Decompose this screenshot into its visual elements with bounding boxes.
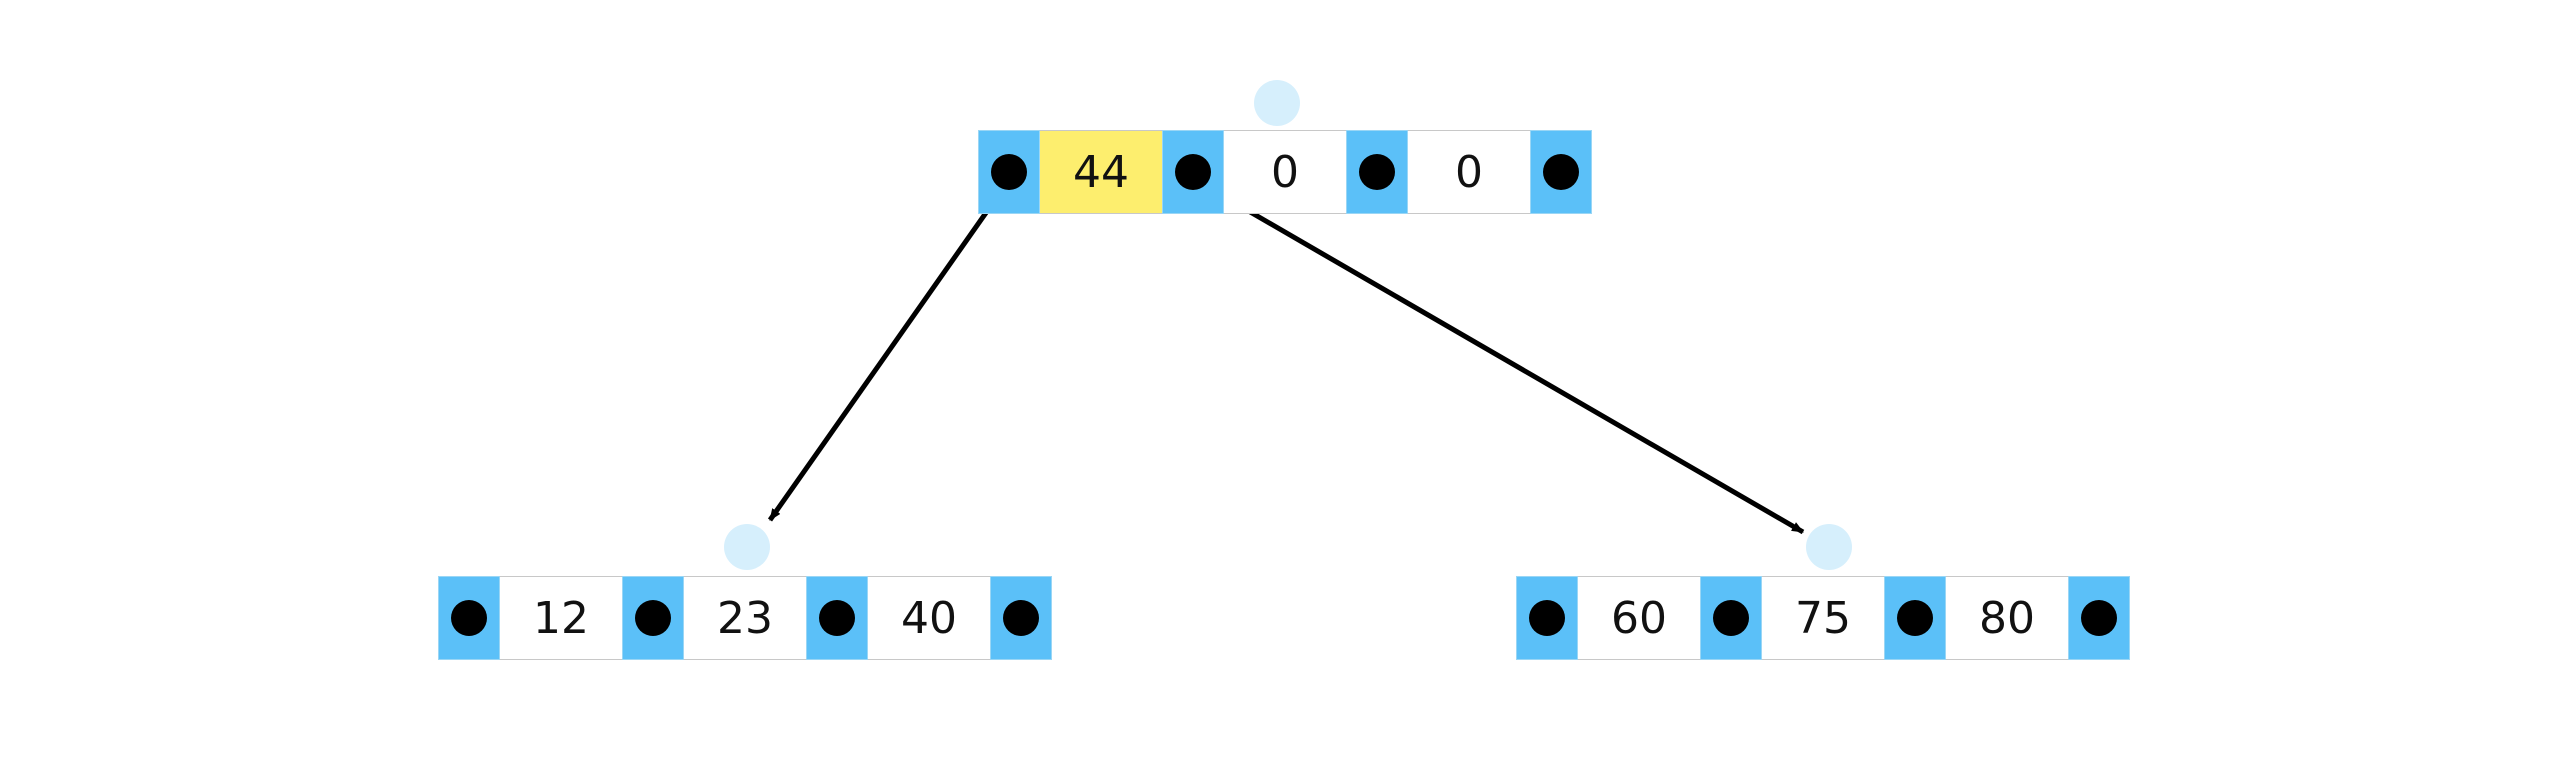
pointer-dot-icon <box>991 154 1027 190</box>
root-key-0: 44 <box>1040 130 1162 214</box>
pointer-dot-icon <box>1003 600 1039 636</box>
pointer-dot-icon <box>1175 154 1211 190</box>
root-node-marker <box>1254 80 1300 126</box>
edge-root-to-left-child <box>767 178 1012 522</box>
pointer-dot-icon <box>819 600 855 636</box>
root-key-2: 0 <box>1408 130 1530 214</box>
pointer-dot-icon <box>1529 600 1565 636</box>
left-child-key-0: 12 <box>500 576 622 660</box>
left-child-key-1: 23 <box>684 576 806 660</box>
root-key-1: 0 <box>1224 130 1346 214</box>
left-child-key-2: 40 <box>868 576 990 660</box>
pointer-dot-icon <box>2081 600 2117 636</box>
right-child-key-0: 60 <box>1578 576 1700 660</box>
left-child-pointer-2 <box>806 576 868 660</box>
left-child-pointer-0 <box>438 576 500 660</box>
right-child-key-1: 75 <box>1762 576 1884 660</box>
right-child-marker <box>1806 524 1852 570</box>
pointer-dot-icon <box>1713 600 1749 636</box>
pointer-dot-icon <box>1359 154 1395 190</box>
root-pointer-1 <box>1162 130 1224 214</box>
pointer-dot-icon <box>451 600 487 636</box>
edge-root-to-right-child <box>1193 177 1805 535</box>
left-child-node: 12 23 40 <box>438 576 1052 660</box>
left-child-marker <box>724 524 770 570</box>
right-child-pointer-0 <box>1516 576 1578 660</box>
pointer-dot-icon <box>1543 154 1579 190</box>
pointer-dot-icon <box>635 600 671 636</box>
right-child-node: 60 75 80 <box>1516 576 2130 660</box>
left-child-pointer-3 <box>990 576 1052 660</box>
root-node: 44 0 0 <box>978 130 1592 214</box>
root-pointer-2 <box>1346 130 1408 214</box>
root-pointer-3 <box>1530 130 1592 214</box>
right-child-pointer-1 <box>1700 576 1762 660</box>
right-child-key-2: 80 <box>1946 576 2068 660</box>
right-child-pointer-3 <box>2068 576 2130 660</box>
pointer-dot-icon <box>1897 600 1933 636</box>
right-child-pointer-2 <box>1884 576 1946 660</box>
left-child-pointer-1 <box>622 576 684 660</box>
root-pointer-0 <box>978 130 1040 214</box>
